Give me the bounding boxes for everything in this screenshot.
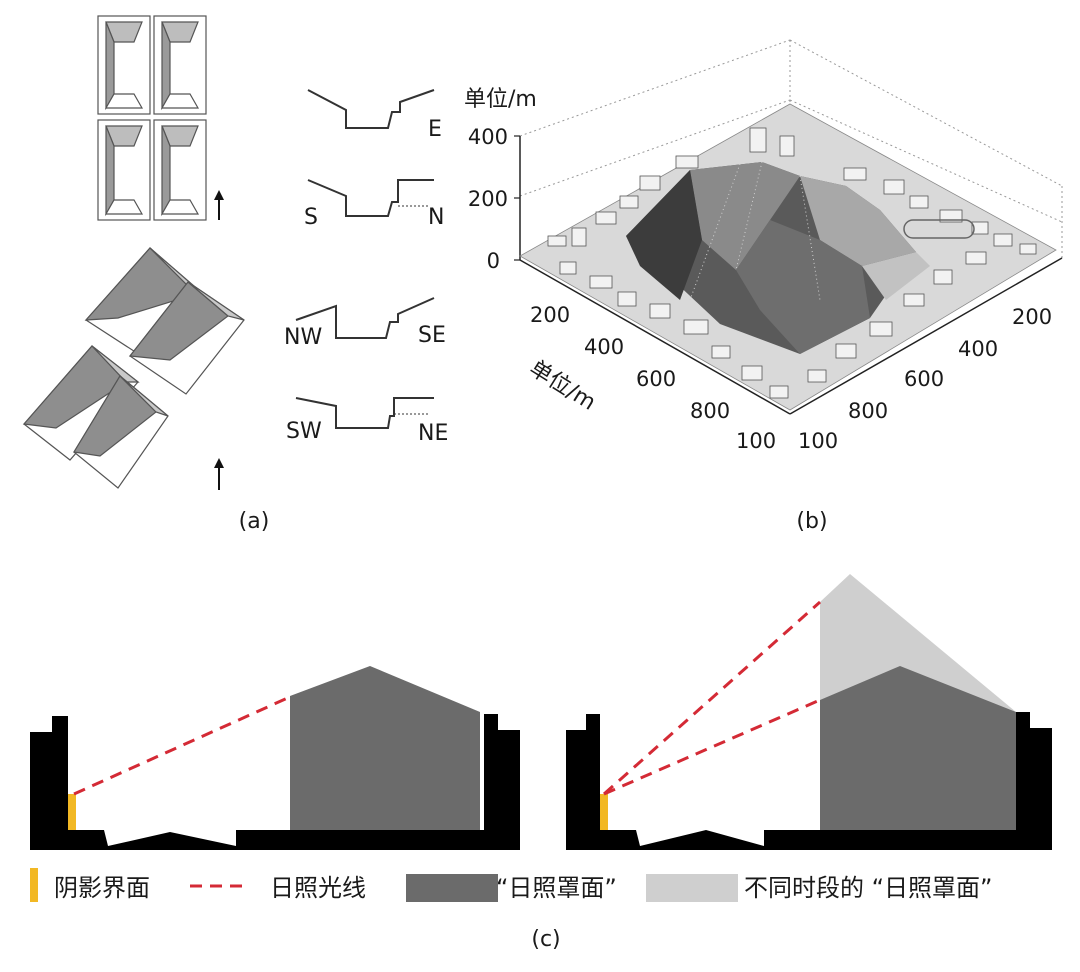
y-tick-200: 200: [1012, 305, 1052, 329]
sunlight-envelope-alt: [820, 574, 1016, 712]
z-tick-200: 200: [468, 187, 508, 211]
orthogonal-blocks: [97, 15, 207, 221]
legend-swatch-shadow: [30, 868, 38, 902]
legend: 阴影界面 日照光线 “日照罩面” 不同时段的 “日照罩面”: [30, 868, 993, 902]
caption-c: (c): [531, 927, 560, 952]
street-ground-left: [30, 714, 520, 850]
mountain-surface: [626, 161, 930, 354]
y-tick-600: 600: [904, 367, 944, 391]
section-left: [30, 666, 520, 850]
north-arrow-icon: [214, 458, 224, 490]
panel-a: E S N NW SE SW NE (a): [22, 15, 448, 534]
z-axis-unit: 单位/m: [464, 87, 537, 112]
legend-swatch-envelope: [406, 874, 498, 902]
x-tick-600: 600: [636, 367, 676, 391]
panel-c: 阴影界面 日照光线 “日照罩面” 不同时段的 “日照罩面” (c): [30, 574, 1052, 952]
street-ground-right: [566, 712, 1052, 850]
rotated-blocks: [22, 247, 245, 489]
x-tick-200: 200: [530, 303, 570, 327]
y-tick-400: 400: [958, 337, 998, 361]
section-nw-se: [295, 297, 435, 339]
section-right: [566, 574, 1052, 850]
tick-marks: [514, 135, 520, 261]
x-tick-800: 800: [690, 399, 730, 423]
section-s-n: [307, 179, 434, 217]
z-tick-0: 0: [487, 249, 500, 273]
track-shape: [903, 219, 975, 239]
x-tick-100: 100: [736, 429, 776, 453]
city-blocks: [547, 127, 1037, 399]
direction-label-nw: NW: [284, 325, 322, 350]
direction-label-ne: NE: [418, 421, 448, 446]
direction-label-s: S: [304, 205, 318, 230]
sun-ray-high: [603, 600, 821, 796]
x-tick-400: 400: [584, 335, 624, 359]
direction-label-n: N: [428, 205, 444, 230]
section-sw-ne: [295, 397, 434, 429]
sunlight-envelope: [290, 666, 480, 830]
direction-label-sw: SW: [286, 419, 322, 444]
z-tick-400: 400: [468, 125, 508, 149]
y-tick-100: 100: [798, 429, 838, 453]
section-e: [307, 89, 435, 129]
caption-b: (b): [796, 509, 827, 534]
direction-label-e: E: [428, 117, 442, 142]
legend-label-envelope: “日照罩面”: [496, 874, 617, 902]
direction-label-se: SE: [418, 323, 446, 348]
sunlight-envelope: [820, 666, 1016, 830]
legend-label-envelope-alt: 不同时段的 “日照罩面”: [744, 874, 993, 902]
axis-box: [519, 39, 1063, 258]
shadow-interface-left: [68, 794, 76, 830]
x-axis-unit: 单位/m: [525, 356, 600, 416]
shadow-interface-right: [600, 794, 608, 830]
street-sections: [295, 89, 435, 429]
sun-ray-low: [603, 698, 821, 796]
legend-swatch-envelope-alt: [646, 874, 738, 902]
y-tick-800: 800: [848, 399, 888, 423]
legend-label-ray: 日照光线: [270, 874, 366, 902]
caption-a: (a): [239, 509, 270, 534]
legend-label-shadow: 阴影界面: [54, 874, 150, 902]
panel-b: 单位/m 400 200 0 200 400 600 800 100 单位/m …: [464, 39, 1063, 534]
sun-ray-left: [73, 694, 293, 796]
north-arrow-icon: [214, 190, 224, 220]
